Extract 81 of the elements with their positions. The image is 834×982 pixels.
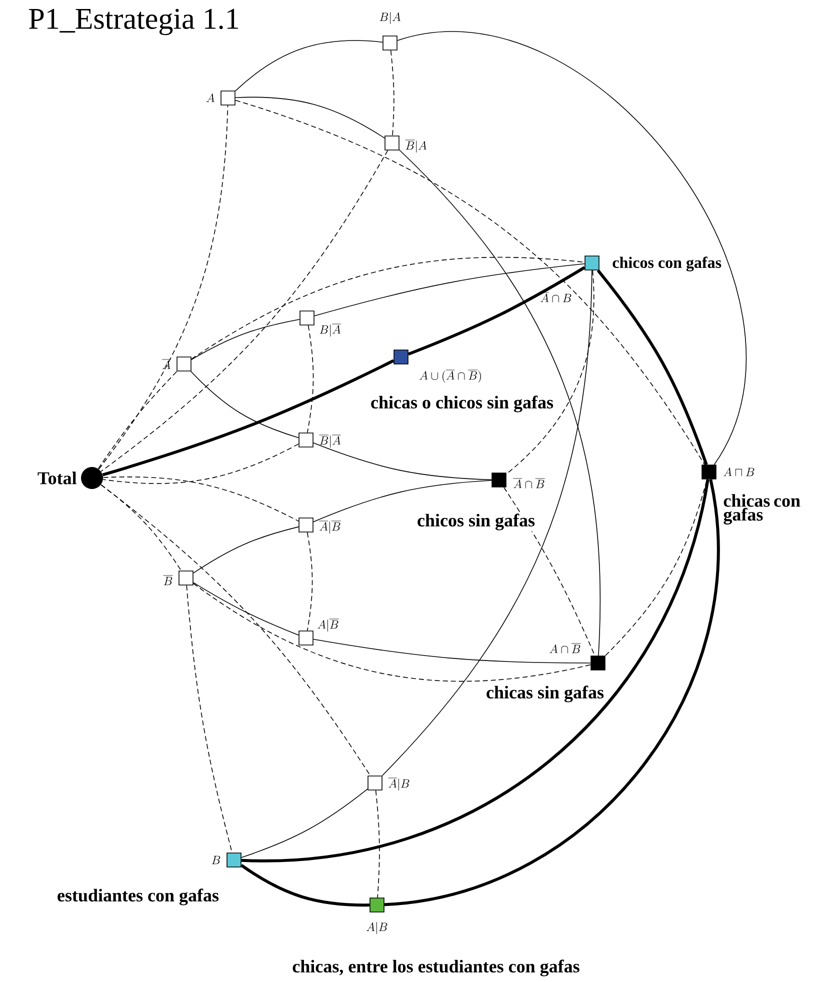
connector-line — [313, 480, 492, 522]
connector-line — [102, 444, 299, 484]
probability-box — [300, 310, 314, 326]
formula-label: $A|\overline{B}$ — [318, 619, 339, 632]
connector-line — [314, 263, 585, 316]
connector-line — [408, 266, 586, 356]
formula-label: $A\sqcap B$ — [724, 468, 754, 476]
probability-box — [368, 776, 382, 790]
description-label: chicas sin gafas — [485, 684, 605, 704]
formula-label: $A\cap\overline{B}$ — [550, 644, 581, 654]
connector-line — [235, 40, 383, 92]
connector-line — [596, 269, 708, 466]
formula-label: $\overline{A}$ — [162, 360, 171, 370]
start-dot — [81, 467, 103, 489]
connector-line — [240, 864, 370, 907]
probability-box — [298, 432, 314, 448]
formula-label: $\overline{B}|A$ — [405, 140, 427, 153]
probability-box — [178, 570, 194, 586]
formula-label: $A$ — [206, 94, 214, 102]
probability-box — [382, 36, 398, 50]
connector-line — [193, 582, 299, 636]
description-label: chicos con gafas — [611, 256, 723, 272]
connector-line — [506, 270, 594, 474]
formula-label: $A|B$ — [366, 922, 388, 934]
connector-line — [100, 484, 371, 776]
connector-line — [241, 479, 710, 862]
description-label: Total — [36, 470, 78, 486]
probability-box — [584, 256, 600, 270]
probability-box — [176, 356, 192, 372]
connector-line — [397, 31, 746, 465]
connector-line — [235, 100, 705, 465]
connector-line — [382, 270, 592, 776]
formula-label: $B$ — [212, 856, 220, 864]
connector-line — [102, 359, 394, 476]
connector-line — [98, 371, 178, 470]
description-label: chicas con gafas — [722, 493, 810, 526]
connector-line — [98, 105, 228, 470]
connector-line — [313, 638, 591, 664]
probability-box — [298, 518, 314, 532]
connector-line — [399, 150, 601, 656]
connector-line — [102, 476, 299, 522]
connector-line — [235, 96, 385, 139]
connector-line — [306, 325, 314, 433]
formula-label: $\overline{B}$ — [163, 576, 173, 586]
connector-line — [191, 256, 585, 360]
formula-label: $\overline{A}|B$ — [388, 778, 410, 791]
connector-line — [306, 532, 313, 631]
formula-label: $B|A$ — [380, 12, 400, 24]
connector-line — [190, 371, 299, 438]
probability-box — [384, 136, 400, 150]
probability-box — [590, 656, 606, 670]
formula-label: $\overline{B}|\overline{A}$ — [319, 435, 341, 448]
probability-box — [370, 898, 384, 912]
connector-line — [193, 526, 299, 574]
description-label: chicas o chicos sin gafas — [370, 394, 554, 414]
connector-line — [100, 484, 182, 571]
description-label: estudiantes con gafas — [56, 888, 220, 906]
connector-line — [375, 790, 380, 898]
connector-line — [193, 583, 591, 682]
probability-box — [702, 464, 716, 480]
connector-line — [313, 442, 492, 480]
formula-label: $\overline{A}|\overline{B}$ — [319, 521, 341, 534]
formula-label: $\overline{A}\cap B$ — [540, 292, 572, 302]
connector-line — [186, 585, 232, 853]
title: P1_Estrategia 1.1 — [29, 8, 238, 36]
formula-label: $\overline{A}\cap\overline{B}$ — [513, 478, 545, 488]
probability-box — [298, 630, 314, 646]
connector-line — [100, 150, 388, 472]
formula-label: $A\cup(\overline{A}\cap\overline{B})$ — [420, 370, 481, 383]
description-label: chicas, entre los estudiantes con gafas — [291, 958, 581, 978]
probability-box — [492, 472, 506, 488]
connector-line — [241, 788, 368, 858]
connector-line — [191, 318, 300, 360]
description-label: chicos sin gafas — [416, 512, 536, 532]
connector-line — [390, 50, 394, 136]
connector-line — [384, 479, 720, 906]
probability-box — [394, 350, 408, 364]
probability-box — [226, 852, 242, 868]
connector-line — [503, 487, 596, 656]
probability-box — [220, 90, 236, 106]
formula-label: $B|\overline{A}$ — [320, 324, 341, 337]
